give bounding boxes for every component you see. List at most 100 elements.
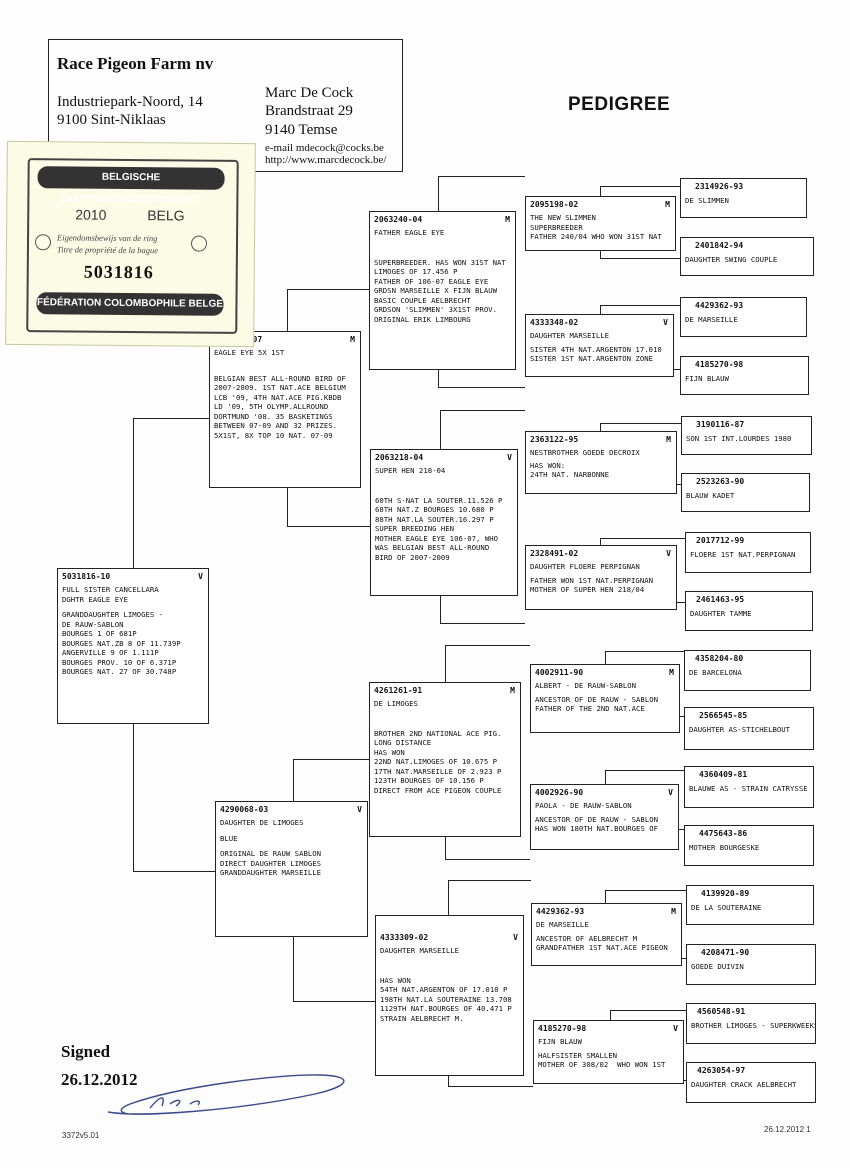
- signature-graphic: [107, 1074, 345, 1115]
- pigeon-note: FATHER WON 1ST NAT.PERPIGNAN: [530, 575, 654, 585]
- ring-number: 2566545-85: [699, 711, 748, 720]
- pigeon-name: DAUGHTER AS-STICHELBOUT: [689, 725, 791, 735]
- pigeon-note: FATHER OF 106-07 EAGLE EYE: [374, 276, 489, 286]
- ring-number: 2314926-93: [695, 182, 744, 191]
- pigeon-name: FULL SISTER CANCELLARA: [62, 585, 159, 595]
- pigeon-result: 60TH S-NAT LA SOUTER.11.526 P: [375, 495, 503, 505]
- pigeon-name: BLAUWE AS - STRAIN CATRYSSE: [689, 784, 808, 794]
- pigeon-name: MOTHER BOURGESKE: [689, 843, 760, 853]
- pigeon-name: DAUGHTER CRACK AELBRECHT: [691, 1080, 797, 1090]
- pigeon-note: WAS BELGIAN BEST ALL-ROUND: [375, 543, 490, 553]
- ring-number: 4139920-89: [701, 889, 750, 898]
- pigeon-note: MOTHER OF 308/02 WHO WON 1ST: [538, 1060, 666, 1070]
- pigeon-result: BOURGES 1 OF 681P: [62, 629, 137, 639]
- pigeon-note: SUPERBREEDER: [530, 222, 583, 232]
- pigeon-name: THE NEW SLIMMEN: [530, 213, 596, 223]
- pigeon-note: HALFSISTER SMALLEN: [538, 1050, 618, 1060]
- pigeon-result: 198TH NAT.LA SOUTERAINE 13.708: [380, 994, 512, 1004]
- pigeon-name: FATHER EAGLE EYE: [374, 228, 445, 238]
- card-year: 2010: [75, 206, 107, 223]
- pedigree-box-sire: 2063306-07 M EAGLE EYE 5X 1ST BELGIAN BE…: [209, 331, 361, 488]
- pigeon-name: DE MARSEILLE: [685, 315, 738, 325]
- pigeon-note: SUPERBREEDER. HAS WON 31ST NAT: [374, 257, 506, 267]
- company-name: Race Pigeon Farm nv: [57, 54, 214, 73]
- pigeon-name: SON 1ST INT.LOURDES 1980: [686, 434, 792, 444]
- pigeon-note: DIRECT FROM ACE PIGEON COUPLE: [374, 785, 502, 795]
- pedigree-box-ss: 2063240-04 M FATHER EAGLE EYE SUPERBREED…: [369, 211, 516, 370]
- pigeon-name: FIJN BLAUW: [538, 1037, 582, 1047]
- pigeon-note: ORIGINAL ERIK LIMBOURG: [374, 314, 471, 324]
- card-ring-label-nl: Eigendomsbewijs van de ring: [57, 232, 158, 244]
- pigeon-note: 2007-2009. 1ST NAT.ACE BELGIUM: [214, 383, 346, 393]
- card-ring-label-fr: Titre de propriété de la bague: [56, 244, 159, 256]
- sex-marker: M: [510, 686, 515, 695]
- card-ring-number: 5031816: [83, 261, 154, 283]
- pigeon-note: FATHER 240/04 WHO WON 31ST NAT: [530, 232, 662, 242]
- signed-date: 26.12.2012: [61, 1070, 138, 1089]
- ring-number: 2063240-04: [374, 215, 423, 224]
- pigeon-name: PAOLA - DE RAUW-SABLON: [535, 801, 632, 811]
- pedigree-box-dss: 4002911-90 M ALBERT - DE RAUW-SABLON ANC…: [530, 664, 680, 733]
- pedigree-box-ds: 4261261-91 M DE LIMOGES BROTHER 2ND NATI…: [369, 682, 521, 837]
- pigeon-note: DE RAUW-SABLON: [62, 619, 124, 629]
- pigeon-result: 54TH NAT.ARGENTON OF 17.010 P: [380, 985, 508, 995]
- pigeon-note: DGHTR EAGLE EYE: [62, 594, 128, 604]
- pigeon-name: SUPER HEN 218-04: [375, 466, 446, 476]
- pigeon-name: DAUGHTER DE LIMOGES: [220, 818, 304, 828]
- signed-label: Signed: [61, 1042, 111, 1061]
- pigeon-note: HAS WON:: [530, 460, 566, 470]
- ring-number: 2461463-95: [696, 595, 745, 604]
- ring-number: 3190116-87: [696, 420, 745, 429]
- pigeon-note: LONG DISTANCE: [374, 738, 432, 748]
- sex-marker: M: [505, 215, 510, 224]
- ring-number: 4475643-86: [699, 829, 748, 838]
- crown-emblem-icon: [34, 234, 52, 251]
- pigeon-note: ORIGINAL DE RAUW SABLON: [220, 849, 322, 859]
- ring-number: 4560548-91: [697, 1007, 746, 1016]
- sex-marker: V: [198, 572, 203, 581]
- sex-marker: M: [669, 668, 674, 677]
- pigeon-result: 22ND NAT.LIMOGES OF 10.675 P: [374, 757, 498, 767]
- pedigree-box-ssd: 4333348-02 V DAUGHTER MARSEILLE SISTER 4…: [525, 314, 674, 377]
- ring-number: 4002911-90: [535, 668, 584, 677]
- ring-number: 4358204-80: [695, 654, 744, 663]
- pedigree-box-dam: 4290068-03 V DAUGHTER DE LIMOGES BLUE OR…: [215, 801, 368, 937]
- ring-number: 4185270-98: [695, 360, 744, 369]
- ring-number: 4290068-03: [220, 805, 269, 814]
- ring-number: 2063218-04: [375, 453, 424, 462]
- pigeon-name: DE LA SOUTERAINE: [691, 903, 762, 913]
- pedigree-box-dsd: 4002926-90 V PAOLA - DE RAUW-SABLON ANCE…: [530, 784, 679, 850]
- sex-marker: V: [663, 318, 668, 327]
- owner-city: 9140 Temse: [265, 122, 338, 138]
- pigeon-note: SISTER 1ST NAT.ARGENTON ZONE: [530, 354, 654, 364]
- ring-number: 4333309-02: [380, 933, 429, 942]
- pedigree-box-dds: 4429362-93 M DE MARSEILLE ANCESTOR OF AE…: [531, 903, 682, 966]
- pigeon-note: LD '09, 5TH OLYMP.ALLROUND: [214, 402, 329, 412]
- pigeon-name: GOEDE DUIVIN: [691, 962, 744, 972]
- pigeon-note: BROTHER 2ND NATIONAL ACE PIG.: [374, 728, 502, 738]
- sex-marker: V: [507, 453, 512, 462]
- pigeon-note: GRDSN MARSEILLE X FIJN BLAUW: [374, 286, 498, 296]
- ring-ownership-card: BELGISCHE DUIVENLIEFHEBBERSBOND 2010 BEL…: [5, 140, 256, 348]
- card-bottom-banner: FÉDÉRATION COLOMBOPHILE BELGE: [36, 292, 224, 316]
- sex-marker: V: [357, 805, 362, 814]
- pigeon-note: LIMOGES OF 17.456 P: [374, 267, 458, 277]
- ring-number: 4360409-81: [699, 770, 748, 779]
- owner-email: e-mail mdecock@cocks.be: [265, 142, 384, 154]
- pigeon-note: 5X1ST, 8X TOP 10 NAT. 07-09: [214, 430, 333, 440]
- ring-number: 2523263-90: [696, 477, 745, 486]
- pigeon-note: SUPER BREEDING HEN: [375, 524, 455, 534]
- card-country: BELG: [147, 207, 185, 224]
- company-address-city: 9100 Sint-Niklaas: [57, 112, 166, 128]
- pigeon-note: HAS WON: [380, 975, 411, 985]
- pedigree-box-sd: 2063218-04 V SUPER HEN 218-04 60TH S-NAT…: [370, 449, 518, 596]
